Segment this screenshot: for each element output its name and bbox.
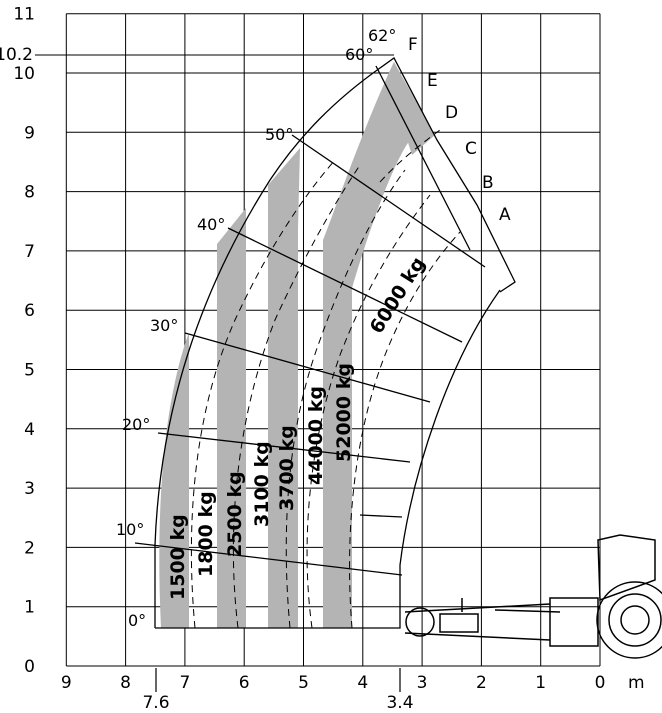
x-tick-3: 3 — [417, 673, 428, 693]
envelope-lines — [134, 57, 516, 629]
load-label-52000: 52000 kg — [333, 363, 355, 462]
zone-3700 — [268, 148, 300, 628]
zone-52000 — [323, 62, 410, 628]
x-tick-4: 4 — [357, 673, 368, 693]
load-label-2500: 2500 kg — [224, 471, 246, 557]
load-label-44000: 44000 kg — [305, 386, 327, 485]
boom-tip-wedge — [387, 62, 435, 155]
boom-ray-10 — [134, 542, 403, 576]
load-label-1500: 1500 kg — [167, 514, 189, 600]
load-labels: 1500 kg 1800 kg 2500 kg 3100 kg 3700 kg … — [167, 253, 430, 600]
ext-label-f: F — [408, 35, 418, 55]
y-tick-10: 10 — [13, 64, 35, 84]
y-tick-2: 2 — [24, 538, 35, 558]
x-tick-0: 0 — [595, 673, 606, 693]
angle-labels: 0° 10° 20° 30° 40° 50° 60° 62° — [116, 26, 396, 630]
x-tick-8: 8 — [120, 673, 131, 693]
y-tick-1: 1 — [24, 598, 35, 618]
inner-envelope — [155, 289, 501, 629]
outer-envelope — [154, 57, 516, 628]
extension-arcs — [190, 129, 461, 629]
ext-label-d: D — [445, 103, 458, 123]
load-label-6000: 6000 kg — [366, 253, 430, 337]
y-extra-label-max-height: 10.2 — [0, 45, 33, 65]
angle-label-40: 40° — [197, 215, 225, 234]
load-label-3100: 3100 kg — [251, 441, 273, 527]
ext-label-c: C — [465, 139, 477, 159]
x-unit-label: m — [628, 673, 645, 693]
y-tick-7: 7 — [24, 242, 35, 262]
y-tick-0: 0 — [24, 657, 35, 677]
y-tick-9: 9 — [24, 123, 35, 143]
angle-label-10: 10° — [116, 520, 144, 539]
y-tick-8: 8 — [24, 183, 35, 203]
ext-label-a: A — [499, 205, 511, 225]
zone-separator — [359, 514, 403, 518]
x-tick-2: 2 — [476, 673, 487, 693]
extension-letters: A B C D E F — [408, 35, 511, 225]
angle-label-50: 50° — [265, 125, 293, 144]
ext-label-b: B — [482, 173, 494, 193]
load-label-3700: 3700 kg — [276, 425, 298, 511]
y-tick-5: 5 — [24, 361, 35, 381]
y-tick-4: 4 — [24, 420, 35, 440]
boom-pivot — [405, 607, 435, 637]
boom-ray-60 — [375, 65, 471, 251]
boom-ray-40 — [227, 227, 463, 343]
ext-label-e: E — [427, 71, 438, 91]
x-tick-7: 7 — [179, 673, 190, 693]
load-label-1800: 1800 kg — [195, 491, 217, 577]
y-tick-6: 6 — [24, 301, 35, 321]
y-tick-11: 11 — [13, 5, 35, 25]
x-tick-1: 1 — [535, 673, 546, 693]
front-wheel — [596, 581, 662, 659]
x-tick-6: 6 — [239, 673, 250, 693]
angle-label-62: 62° — [368, 26, 396, 45]
x-axis-labels: 9 8 7 6 5 4 3 2 1 0 — [61, 673, 606, 693]
boom-ray-30 — [184, 332, 431, 403]
angle-label-20: 20° — [122, 415, 150, 434]
zone-2500 — [217, 208, 246, 628]
x-extra-label-pivot: 3.4 — [386, 693, 413, 713]
y-axis-labels: 0 1 2 3 4 5 6 7 8 9 10 11 — [13, 5, 35, 677]
telehandler-silhouette — [404, 534, 662, 659]
load-zones — [159, 62, 435, 628]
angle-label-0: 0° — [128, 611, 146, 630]
boom-ray-50 — [291, 134, 486, 268]
angle-label-60: 60° — [345, 45, 373, 64]
x-tick-5: 5 — [298, 673, 309, 693]
boom-ray-20 — [157, 432, 411, 463]
x-tick-9: 9 — [61, 673, 72, 693]
y-tick-3: 3 — [24, 479, 35, 499]
angle-label-30: 30° — [150, 316, 178, 335]
zone-1500 — [159, 335, 189, 628]
x-extra-label-max-reach: 7.6 — [142, 693, 169, 713]
